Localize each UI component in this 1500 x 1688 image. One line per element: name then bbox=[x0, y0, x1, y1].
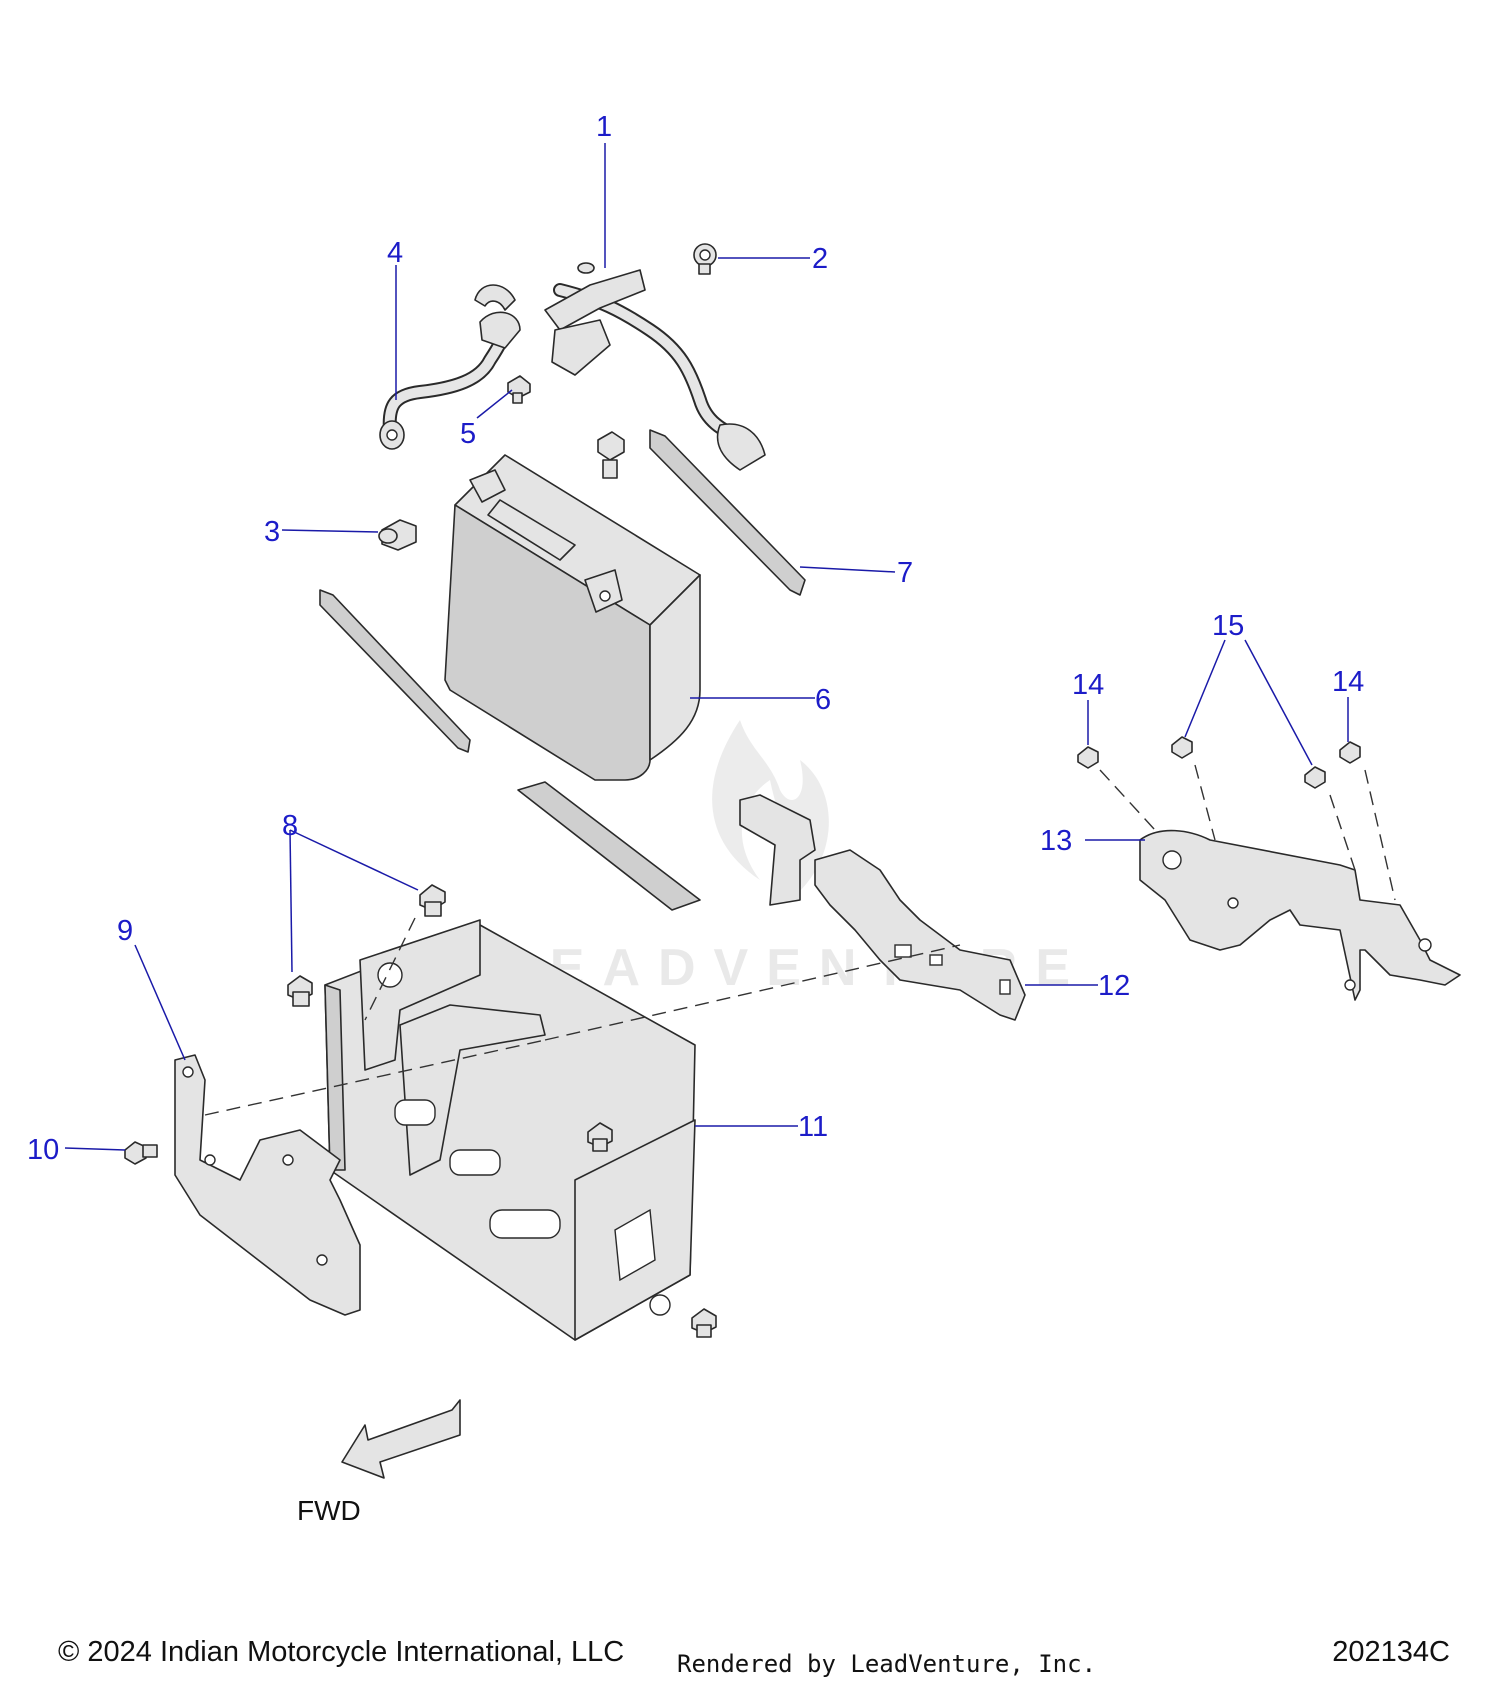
terminal-nut bbox=[378, 519, 417, 551]
negative-cable bbox=[379, 284, 521, 450]
drawing-number: 202134C bbox=[1332, 1636, 1450, 1668]
forward-arrow: FWD bbox=[297, 1399, 461, 1526]
side-bolt bbox=[124, 1141, 158, 1165]
tray-bolts bbox=[287, 884, 717, 1338]
callout-14-left: 14 bbox=[1072, 669, 1104, 701]
battery-pad-right bbox=[649, 429, 806, 596]
callout-15: 15 bbox=[1212, 610, 1244, 642]
battery bbox=[444, 454, 701, 781]
copyright-notice: © 2024 Indian Motorcycle International, … bbox=[58, 1636, 625, 1668]
rendered-by-notice: Rendered by LeadVenture, Inc. bbox=[677, 1650, 1097, 1678]
leader-lines bbox=[64, 143, 1349, 1151]
hold-down-strap bbox=[739, 794, 1026, 1021]
mounting-bracket bbox=[1139, 829, 1461, 1001]
callout-12: 12 bbox=[1098, 970, 1130, 1002]
terminal-bolt-5 bbox=[507, 375, 531, 404]
assembly-lines bbox=[204, 764, 1396, 1116]
callouts: 1 2 3 4 5 6 7 8 9 10 11 12 13 14 14 15 bbox=[27, 111, 1364, 1166]
bracket-bolts bbox=[1077, 736, 1361, 789]
callout-7: 7 bbox=[897, 557, 913, 589]
callout-14-right: 14 bbox=[1332, 666, 1364, 698]
callout-13: 13 bbox=[1040, 825, 1072, 857]
callout-6: 6 bbox=[815, 684, 831, 716]
callout-2: 2 bbox=[812, 243, 828, 275]
terminal-bolt-upper bbox=[597, 431, 625, 479]
battery-pad-left bbox=[319, 589, 471, 753]
cable-clamp bbox=[693, 243, 717, 275]
callout-1: 1 bbox=[596, 111, 612, 143]
battery-pad-bottom bbox=[517, 781, 701, 911]
side-bracket bbox=[174, 1054, 361, 1316]
callout-8: 8 bbox=[282, 810, 298, 842]
callout-3: 3 bbox=[264, 516, 280, 548]
callout-11: 11 bbox=[798, 1111, 828, 1143]
callout-10: 10 bbox=[27, 1134, 59, 1166]
callout-9: 9 bbox=[117, 915, 133, 947]
positive-cable bbox=[544, 262, 766, 471]
callout-4: 4 bbox=[387, 237, 403, 269]
fwd-label: FWD bbox=[297, 1495, 361, 1526]
callout-5: 5 bbox=[460, 418, 476, 450]
